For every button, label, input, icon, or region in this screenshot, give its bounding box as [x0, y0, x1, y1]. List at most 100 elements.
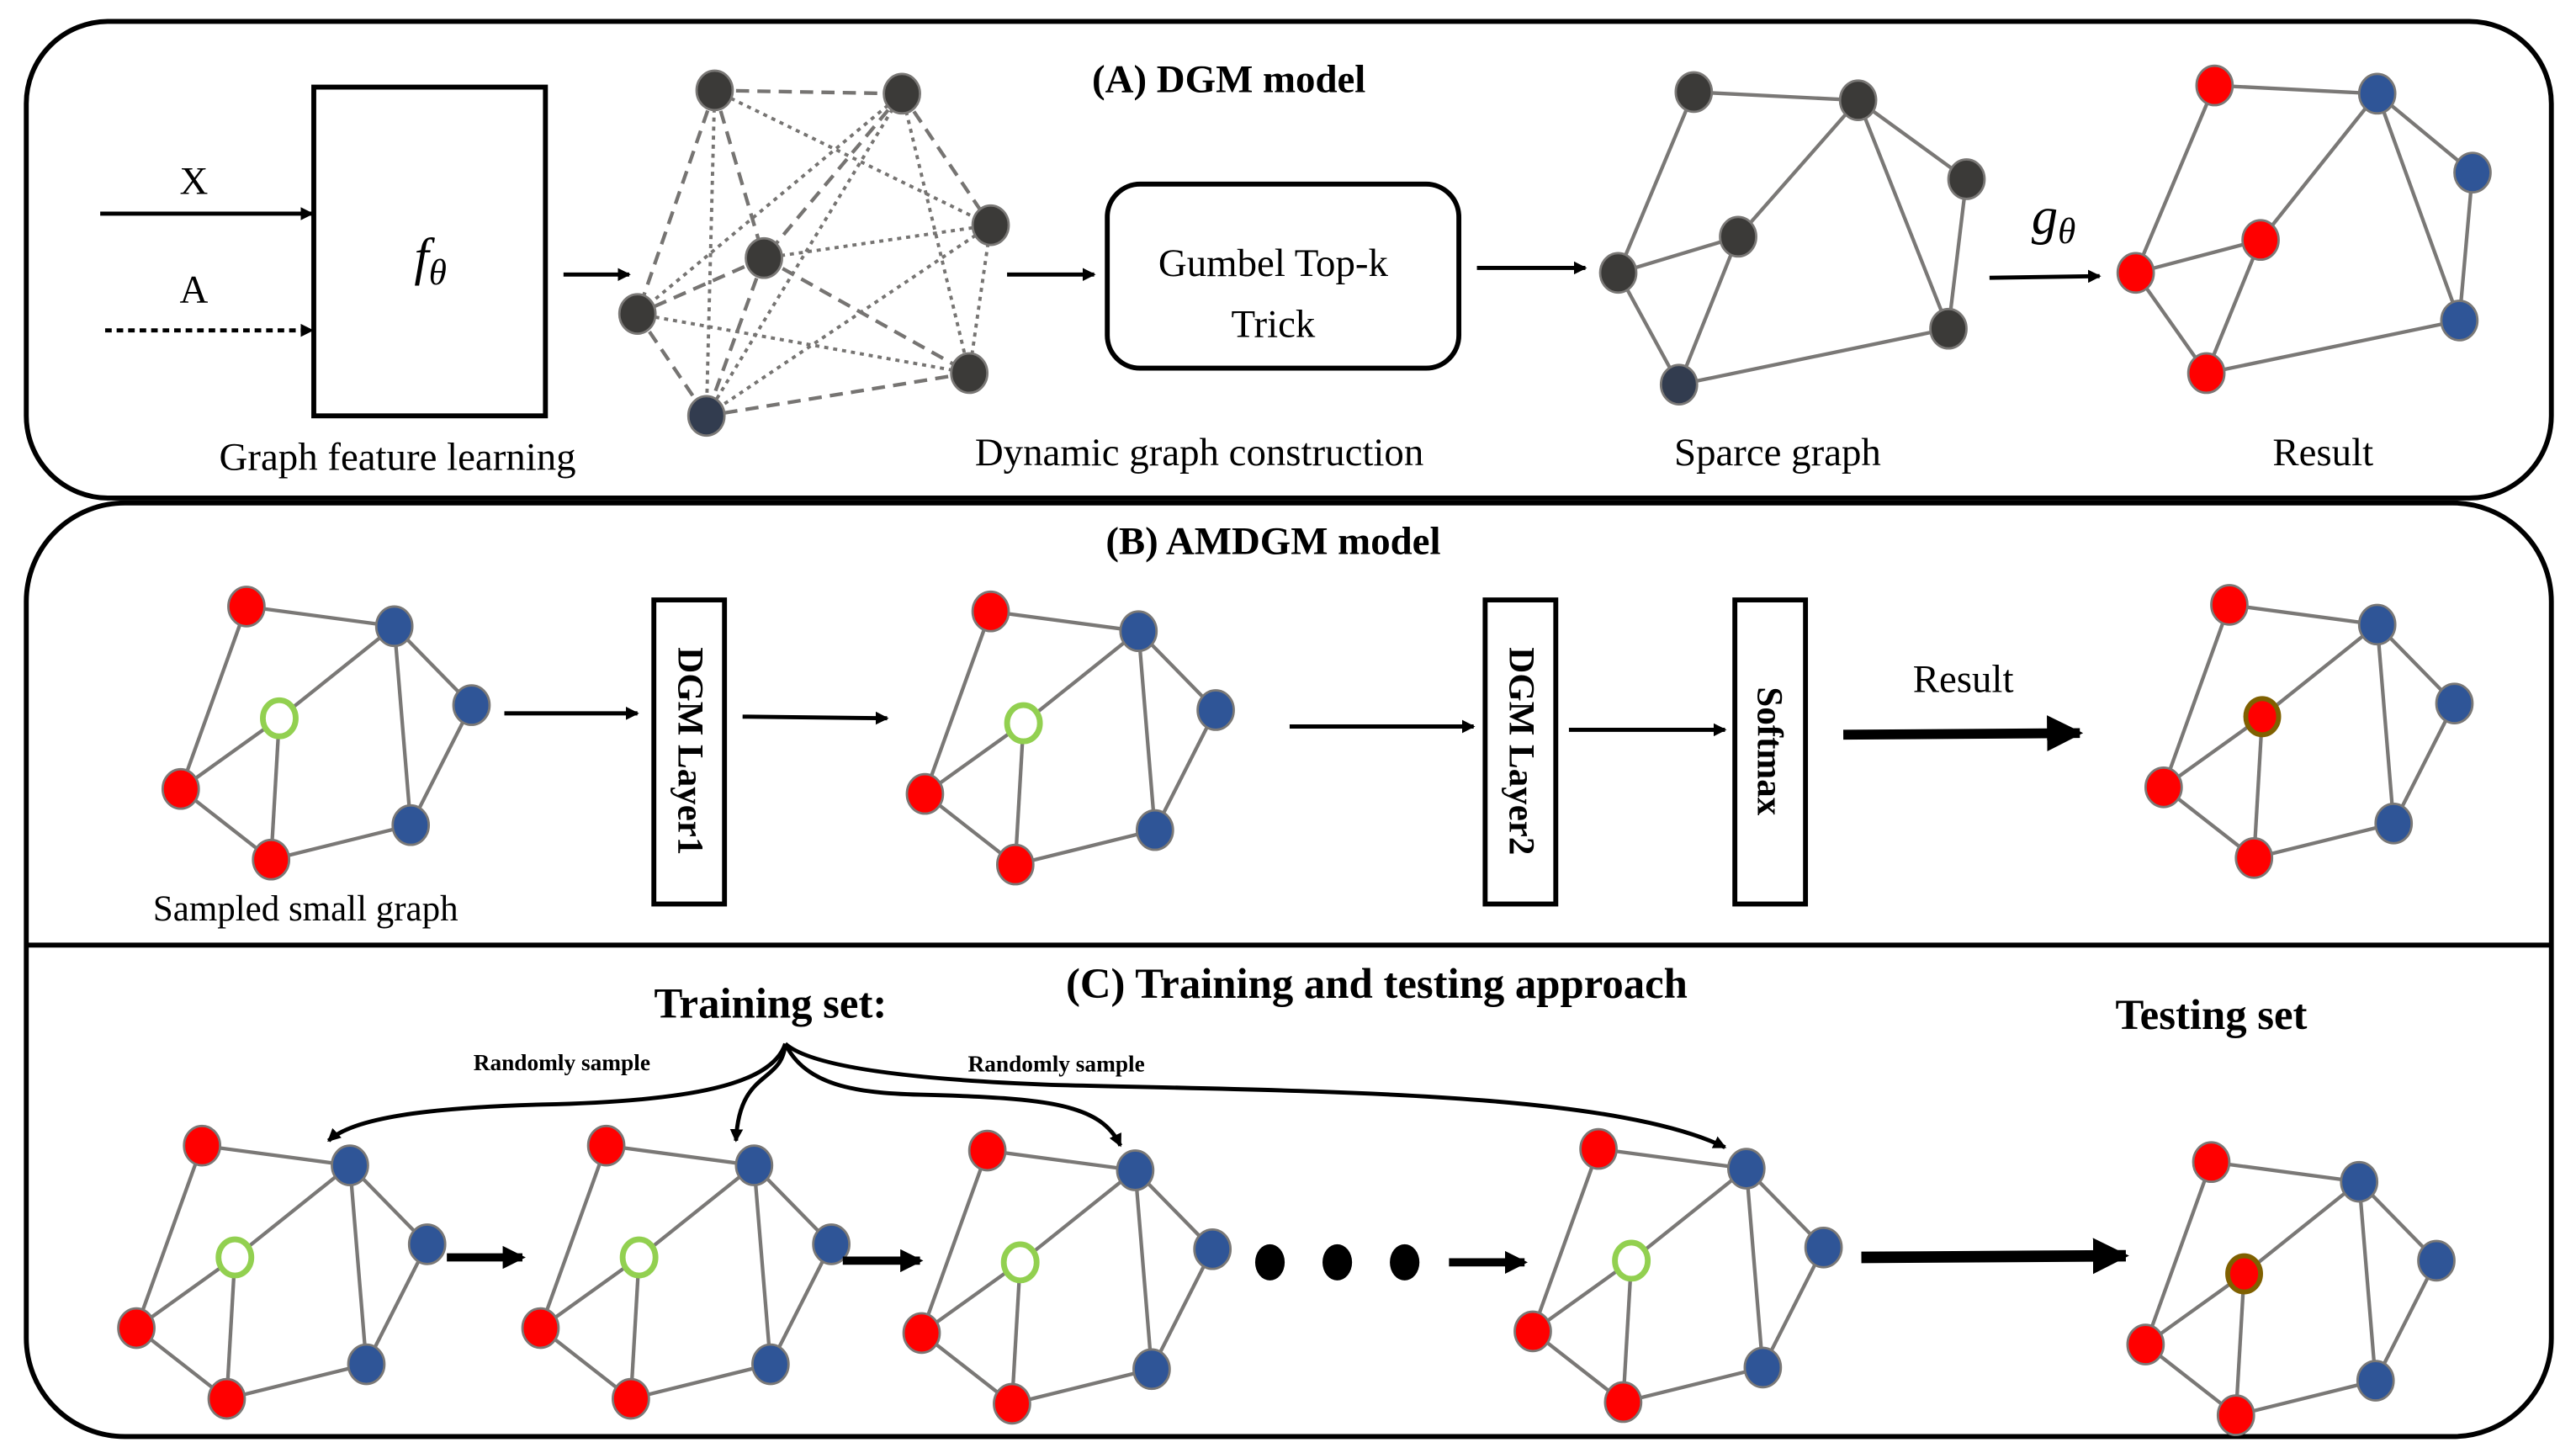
graph-edge	[1744, 1168, 1765, 1368]
graph-edge	[179, 716, 281, 791]
graph-node-unlabeled	[1719, 215, 1757, 258]
graph-node-class-blue	[1804, 1226, 1843, 1269]
graph-node-class-red	[2116, 252, 2155, 294]
testing-graph	[2126, 1141, 2456, 1436]
complete-graph	[617, 69, 1010, 437]
graph-node-target-unknown	[1612, 1239, 1651, 1282]
graph-edge	[2376, 92, 2474, 174]
training-graph-3	[902, 1129, 1232, 1425]
graph-edge	[1693, 90, 1858, 103]
graph-node-unlabeled	[1598, 252, 1638, 294]
graph-node-unlabeled	[745, 236, 783, 279]
graph-node-unlabeled	[950, 352, 989, 395]
graph-edge	[1011, 1367, 1153, 1406]
result-arrow-b	[1843, 715, 2084, 752]
graph-node-unlabeled	[695, 69, 734, 112]
graph-edge	[2243, 1180, 2361, 1275]
graph-node-class-blue	[2374, 802, 2414, 845]
graph-edge	[270, 823, 411, 862]
graph-edge	[135, 1255, 236, 1330]
graph-node-target-unknown	[260, 697, 299, 740]
graph-edge	[635, 89, 717, 315]
graph-node-class-red	[2192, 1141, 2231, 1184]
graph-edge	[1137, 631, 1157, 830]
graph-edge	[1530, 1148, 1601, 1333]
sample-arrow-1	[326, 1042, 787, 1143]
graph-edge	[269, 718, 282, 860]
graph-edge	[2457, 172, 2475, 321]
graph-node-unlabeled	[1838, 79, 1878, 121]
training-set-label: Training set:	[654, 979, 887, 1026]
dgm-layer2-box	[1482, 597, 1559, 907]
graph-node-unlabeled	[1674, 71, 1714, 114]
dgm-layer2-label: DGM Layer2	[1502, 647, 1541, 855]
training-graph-n	[1513, 1127, 1843, 1424]
graph-node-target-predicted	[2243, 696, 2282, 738]
graph-node-class-red	[967, 1129, 1007, 1172]
graph-edge	[706, 371, 970, 418]
graph-edge	[233, 1164, 352, 1259]
graph-edge	[920, 1260, 1021, 1335]
graph-node-class-blue	[1726, 1148, 1766, 1190]
graph-node-class-red	[227, 586, 266, 628]
graph-edge	[1946, 178, 1969, 329]
graph-node-class-red	[612, 1377, 650, 1420]
graph-edge	[2211, 1160, 2360, 1184]
graph-edge	[2375, 93, 2462, 321]
g-theta-base: g	[2032, 186, 2058, 245]
graph-edge	[2133, 84, 2217, 274]
graph-node-class-blue	[1135, 809, 1174, 851]
graph-node-class-red	[183, 1124, 222, 1167]
randomly-sample-label-2: Randomly sample	[968, 1052, 1145, 1077]
graph-edge	[2252, 716, 2265, 858]
graph-edge	[713, 89, 766, 259]
g-theta-sub: θ	[2058, 212, 2075, 252]
dgm-layer1-label: DGM Layer1	[671, 647, 710, 855]
graph-node-target-predicted	[2225, 1253, 2263, 1295]
graph-node-class-red	[2210, 584, 2249, 626]
graph-edge	[2229, 602, 2377, 627]
section-c-title: (C) Training and testing approach	[1066, 960, 1688, 1007]
section-c: (C) Training and testing approach Traini…	[117, 960, 2456, 1436]
graph-edge	[1013, 723, 1026, 865]
graph-edge	[135, 1144, 204, 1329]
graph-edge	[2144, 1161, 2213, 1345]
graph-edge	[763, 223, 991, 260]
graph-node-class-red	[252, 838, 291, 881]
graph-node-class-blue	[407, 1223, 447, 1265]
graph-node-unlabeled	[883, 72, 921, 115]
graph-edge	[1678, 326, 1949, 387]
graph-node-class-blue	[1119, 610, 1158, 653]
graph-node-class-blue	[391, 803, 431, 846]
caption-sampled-small-graph: Sampled small graph	[153, 889, 458, 929]
graph-edge	[638, 1164, 755, 1259]
graph-node-class-blue	[1116, 1149, 1155, 1191]
graph-edge	[762, 92, 904, 260]
graph-edge	[2392, 703, 2457, 825]
graph-node-class-red	[971, 590, 1010, 633]
randomly-sample-label-1: Randomly sample	[474, 1050, 650, 1075]
caption-dynamic-graph-construction: Dynamic graph construction	[975, 431, 1423, 475]
graph-node-class-blue	[374, 605, 414, 648]
graph-edge	[1630, 1167, 1748, 1263]
graph-edge	[1616, 91, 1696, 274]
graph-edge	[1856, 99, 1951, 330]
graph-node-class-red	[995, 843, 1035, 886]
graph-node-class-blue	[2417, 1239, 2456, 1282]
graph-node-class-blue	[734, 1144, 774, 1186]
graph-node-class-red	[1579, 1127, 1618, 1170]
f-theta-box	[311, 84, 549, 419]
softmax-box	[1732, 597, 1809, 907]
graph-node-class-blue	[331, 1144, 369, 1186]
graph-edge	[900, 93, 972, 374]
graph-edge	[924, 721, 1025, 796]
caption-graph-feature-learning: Graph feature learning	[220, 436, 576, 480]
section-b: (B) AMDGM model Sampled small graph DGM …	[153, 519, 2474, 929]
graph-edge	[1133, 1169, 1154, 1370]
graph-node-class-blue	[347, 1343, 386, 1386]
ellipsis-dots	[1254, 1244, 1420, 1281]
input-a-label: A	[180, 268, 209, 311]
graph-edge	[1616, 272, 1681, 386]
graph-edge	[1598, 1147, 1747, 1171]
